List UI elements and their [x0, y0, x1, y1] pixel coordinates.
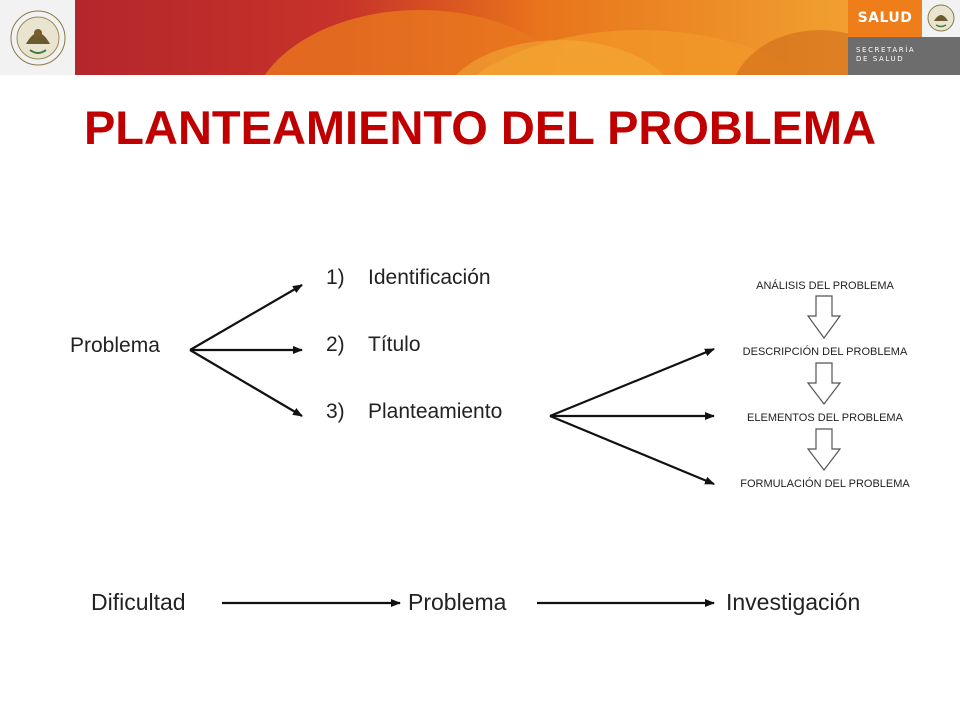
root-label: Problema [70, 334, 160, 357]
sub-branch-arrow-1 [549, 347, 715, 418]
salud-brand: SALUD [848, 0, 922, 37]
down-arrow-icon-1 [806, 295, 842, 340]
step-number-3: 3) [326, 400, 345, 423]
step-number-1: 1) [326, 266, 345, 289]
flow-item-investigacion: Investigación [726, 589, 860, 615]
sub-step-4: FORMULACIÓN DEL PROBLEMA [740, 477, 910, 490]
sub-step-2: DESCRIPCIÓN DEL PROBLEMA [743, 345, 908, 358]
secretaria-label: SECRETARÍA DE SALUD [848, 37, 960, 75]
page-title: PLANTEAMIENTO DEL PROBLEMA [83, 101, 877, 154]
hollow-down-arrows [806, 295, 842, 471]
sub-step-3: ELEMENTOS DEL PROBLEMA [747, 412, 904, 424]
step-number-2: 2) [326, 333, 345, 356]
seal-logo-left [0, 0, 75, 75]
step-label-1: Identificación [368, 266, 491, 289]
step-label-3: Planteamiento [368, 400, 502, 423]
down-arrow-icon-3 [806, 428, 842, 471]
seal-logo-right [922, 0, 960, 37]
step-label-2: Título [368, 333, 421, 356]
secretaria-line-2: DE SALUD [856, 55, 905, 63]
root-branches [189, 284, 303, 417]
sub-branch-arrow-3 [549, 414, 715, 486]
branch-arrow-1 [189, 284, 303, 351]
down-arrow-icon-2 [806, 362, 842, 405]
secretaria-line-1: SECRETARÍA [856, 46, 916, 54]
planteamiento-branches [549, 347, 715, 486]
branch-arrow-3 [189, 349, 303, 417]
flow-item-problema: Problema [408, 589, 507, 615]
header-banner [75, 0, 905, 75]
sub-step-1: ANÁLISIS DEL PROBLEMA [756, 279, 894, 292]
flow-item-dificultad: Dificultad [91, 589, 186, 615]
